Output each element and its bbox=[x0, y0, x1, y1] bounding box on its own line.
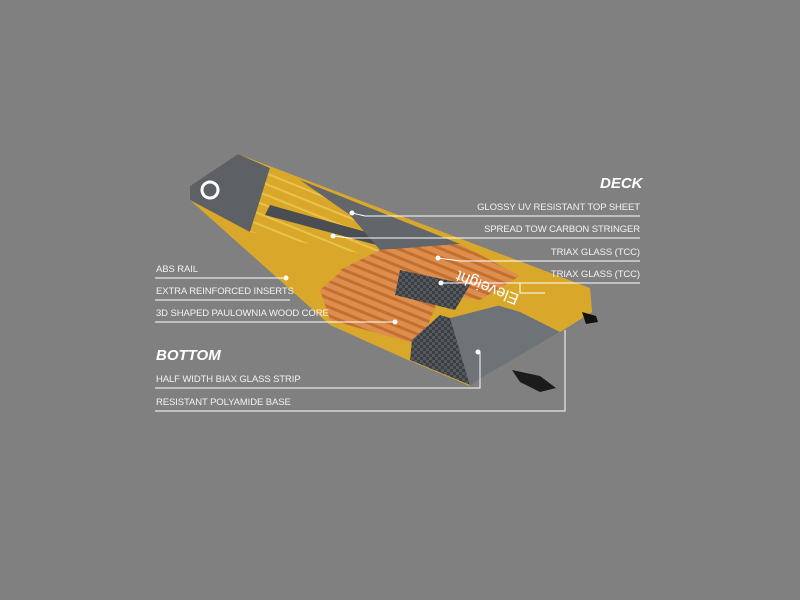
label-top-sheet: GLOSSY UV RESISTANT TOP SHEET bbox=[477, 202, 640, 213]
leader-lines bbox=[155, 212, 640, 412]
bottom-grey-base bbox=[450, 300, 560, 386]
label-triax-glass-2: TRIAX GLASS (TCC) bbox=[550, 269, 640, 280]
bottom-heading: BOTTOM bbox=[156, 347, 221, 364]
grey-deck-panel bbox=[300, 180, 460, 250]
logo-panel bbox=[480, 285, 592, 332]
fin-front bbox=[582, 312, 598, 324]
label-inserts: EXTRA REINFORCED INSERTS bbox=[156, 286, 294, 297]
label-triax-glass-1: TRIAX GLASS (TCC) bbox=[550, 247, 640, 258]
triax-glass-wood bbox=[340, 244, 520, 300]
deck-heading: DECK bbox=[600, 175, 643, 192]
label-carbon-stringer: SPREAD TOW CARBON STRINGER bbox=[484, 224, 640, 235]
label-abs-rail: ABS RAIL bbox=[156, 264, 198, 275]
logo-mark bbox=[200, 180, 220, 200]
top-sheet-grey bbox=[190, 154, 270, 232]
label-biax-strip: HALF WIDTH BIAX GLASS STRIP bbox=[156, 374, 301, 385]
leader-dots bbox=[283, 210, 481, 355]
label-wood-core: 3D SHAPED PAULOWNIA WOOD CORE bbox=[156, 308, 329, 319]
carbon-inserts bbox=[395, 270, 470, 310]
fin-loose bbox=[512, 370, 556, 392]
label-polyamide-base: RESISTANT POLYAMIDE BASE bbox=[156, 397, 291, 408]
